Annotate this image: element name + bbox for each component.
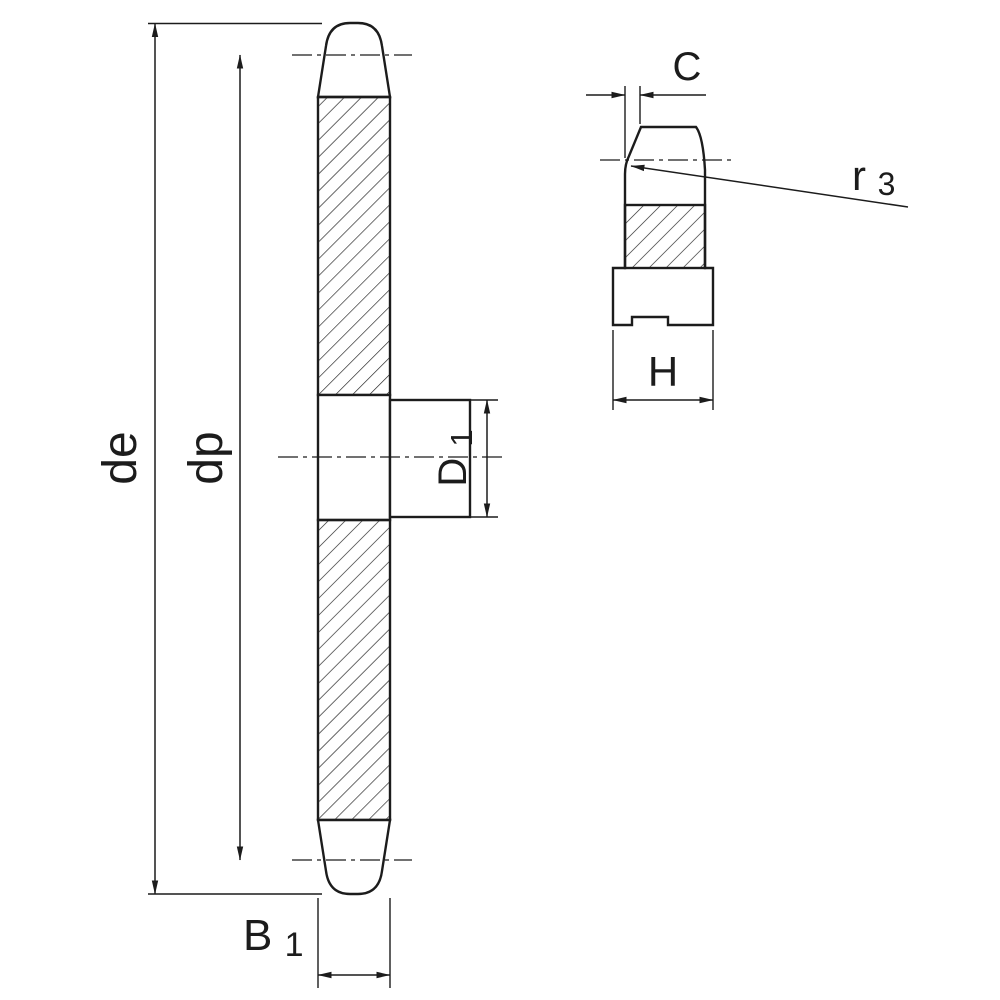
label-h: H: [648, 348, 678, 395]
hub-extension: [388, 398, 472, 519]
dimension-h: H: [612, 330, 714, 410]
dimension-r3: r 3: [630, 152, 909, 208]
r3-leader-line: [630, 164, 909, 208]
label-r3: r 3: [852, 152, 895, 202]
section-hatched-area: [623, 203, 707, 270]
dimension-b1: B 1: [243, 898, 391, 988]
top-tooth-profile: [316, 21, 392, 99]
label-r3-main: r: [852, 152, 866, 199]
front-view: de dp B 1: [94, 21, 505, 988]
label-b1: B 1: [243, 911, 304, 964]
label-c: C: [673, 45, 702, 89]
dimension-d1: D 1: [431, 399, 498, 518]
upper-hatched-section: [316, 95, 392, 397]
bottom-tooth-profile: [316, 818, 392, 896]
label-b1-main: B: [243, 911, 272, 960]
label-b1-sub: 1: [285, 926, 304, 964]
label-r3-sub: 3: [878, 166, 896, 202]
lower-hatched-section: [316, 518, 392, 822]
dimension-de: de: [94, 22, 322, 895]
label-dp: dp: [180, 431, 233, 484]
tooth-section-view: C r 3 H: [586, 45, 909, 410]
dimension-dp: dp: [180, 54, 244, 861]
dimension-c: C: [586, 45, 706, 158]
label-de: de: [94, 431, 147, 484]
label-d1-main: D: [431, 458, 475, 487]
label-d1-sub: 1: [444, 429, 479, 446]
label-d1: D 1: [431, 429, 479, 486]
